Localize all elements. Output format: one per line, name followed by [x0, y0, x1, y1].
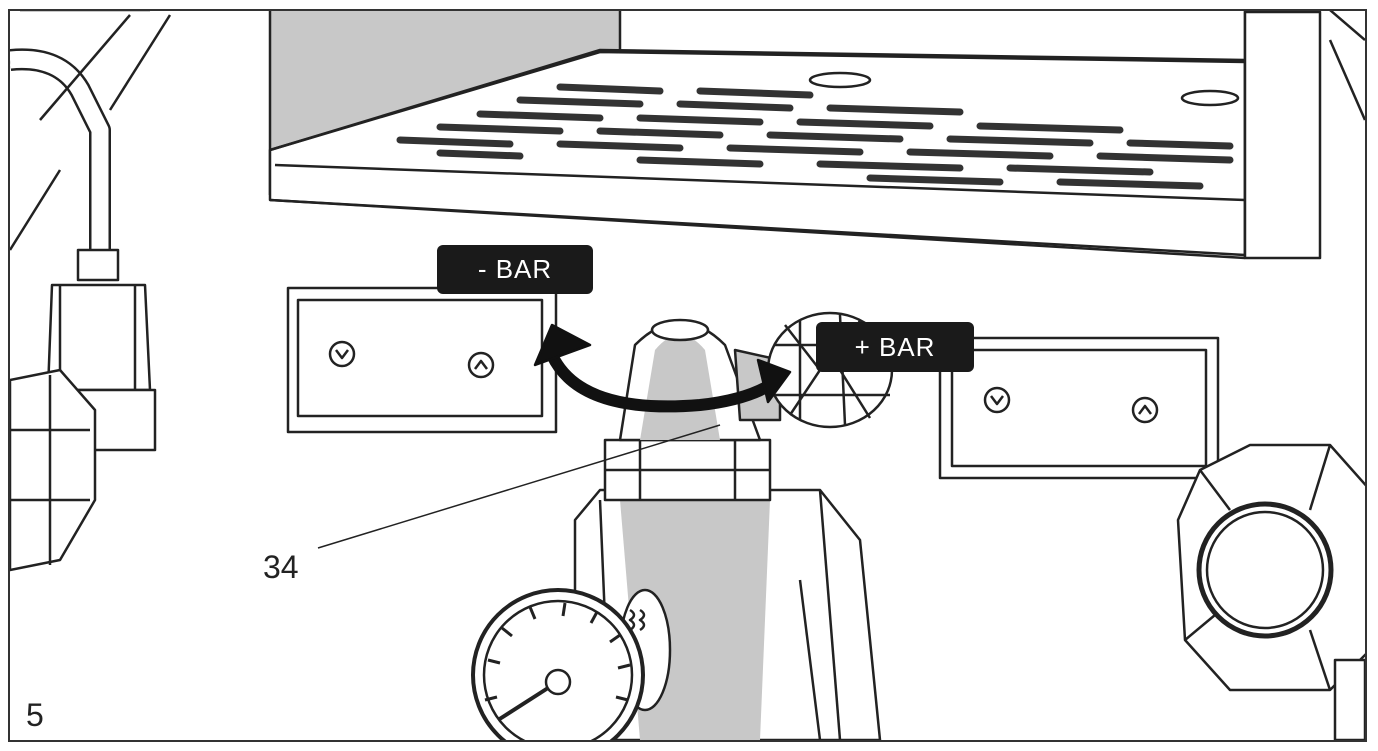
screw-icon — [983, 386, 1011, 414]
figure-number: 5 — [26, 697, 44, 733]
decrease-pressure-label: - BAR — [437, 245, 593, 294]
callout-number: 34 — [263, 549, 299, 585]
left-plate — [286, 286, 558, 434]
screw-icon — [467, 351, 495, 379]
screw-icon — [328, 340, 356, 368]
pressure-gauge-icon — [471, 588, 672, 740]
callout-leader-line — [317, 424, 721, 549]
drip-tray — [268, 11, 1365, 260]
steam-pipe — [10, 11, 172, 572]
increase-pressure-label: + BAR — [816, 322, 974, 372]
rotation-arrow-icon — [533, 323, 792, 413]
right-valve — [1176, 443, 1365, 740]
right-plate — [938, 336, 1220, 480]
screw-icon — [1131, 396, 1159, 424]
